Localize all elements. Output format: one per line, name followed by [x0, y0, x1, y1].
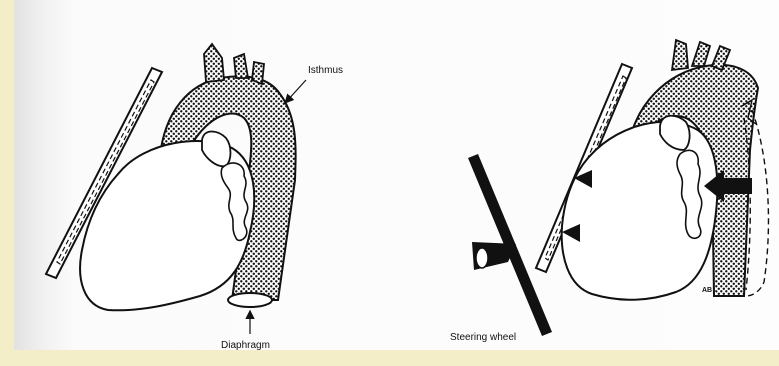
great-vessels-right [672, 40, 730, 70]
isthmus-label: Isthmus [308, 65, 343, 76]
diaphragm-label: Diaphragm [221, 340, 270, 351]
isthmus-arrow [286, 80, 306, 102]
steering-wheel [468, 154, 552, 336]
left-panel: Isthmus Diaphragm [46, 44, 343, 351]
steering-wheel-label: Steering wheel [450, 332, 516, 343]
artist-initials: AB [702, 287, 712, 294]
right-panel: Steering wheel [450, 40, 768, 343]
diaphragm-ring [228, 293, 272, 307]
